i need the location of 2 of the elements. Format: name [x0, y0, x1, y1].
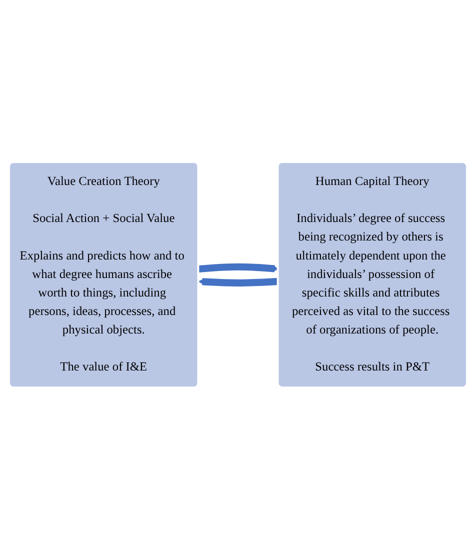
- arrow: [198, 264, 279, 273]
- arrow: [198, 278, 278, 287]
